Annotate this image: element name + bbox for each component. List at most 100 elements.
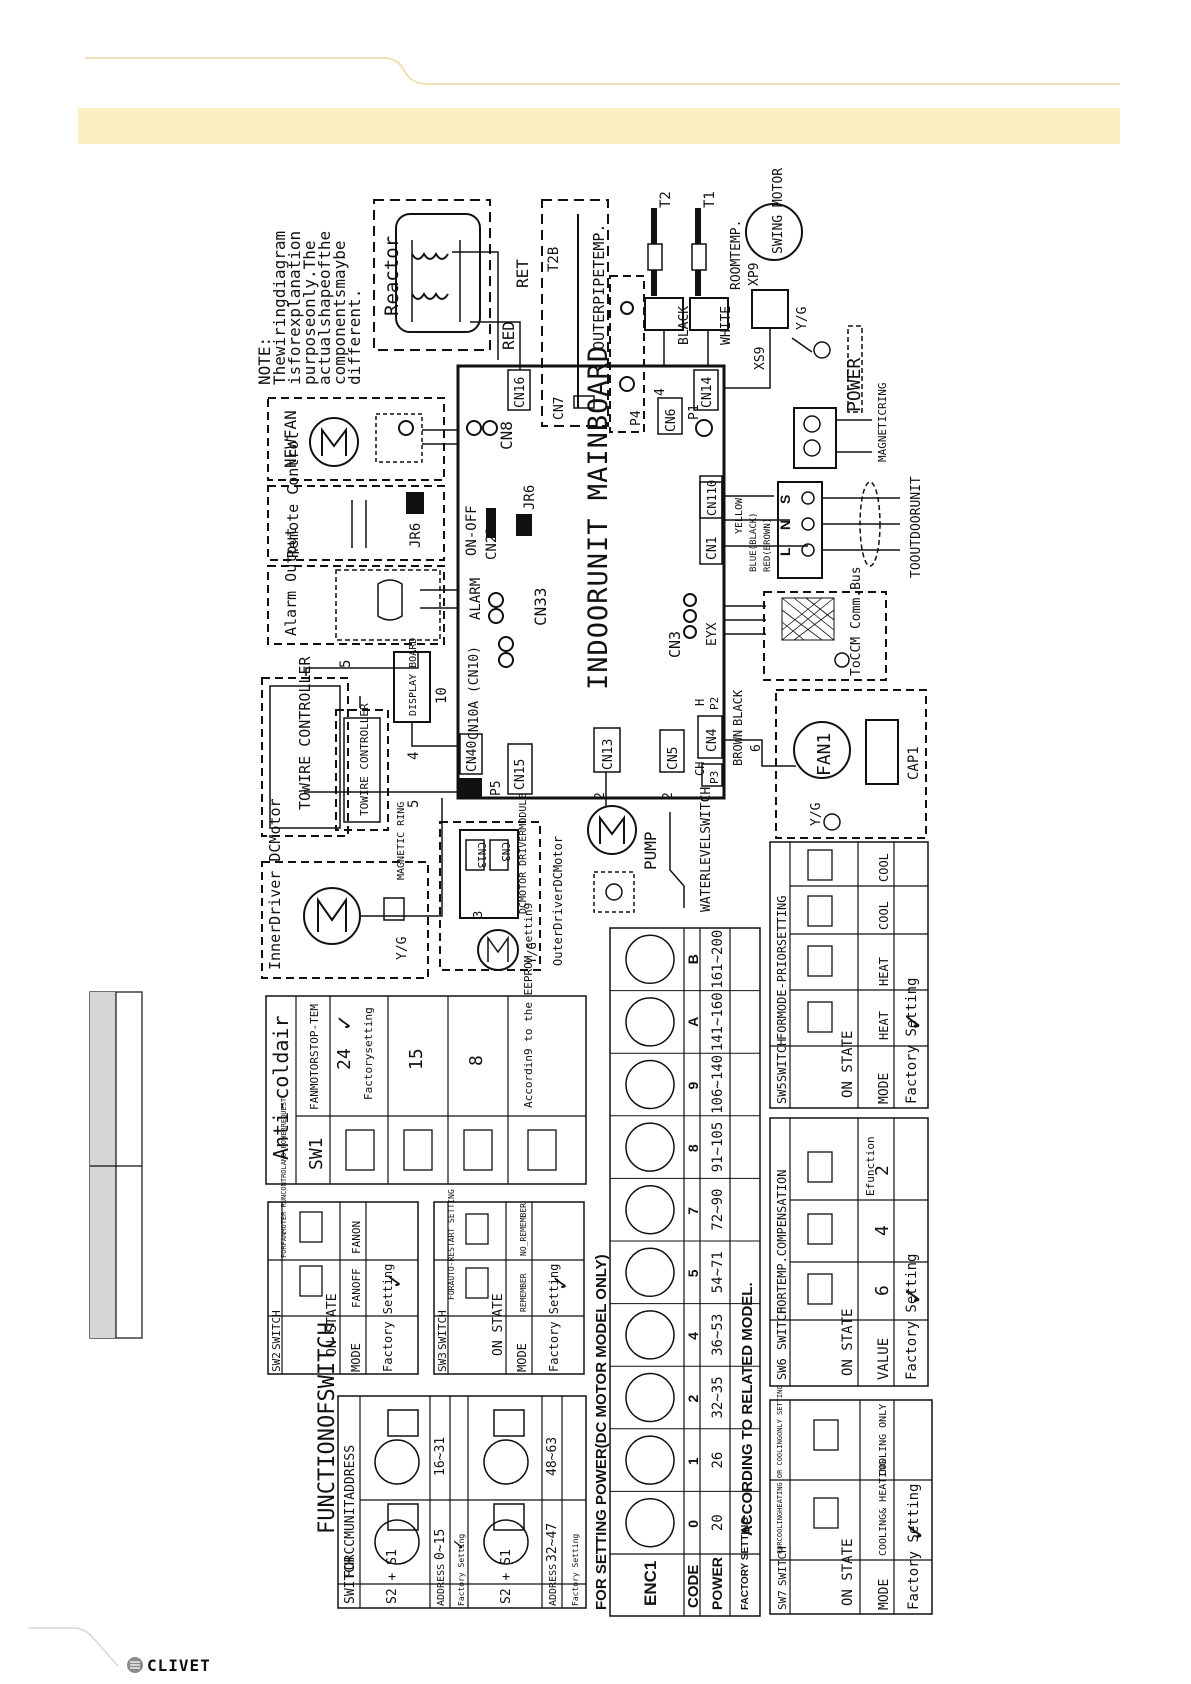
footer-line (28, 1627, 119, 1667)
wire-red: RED (499, 321, 518, 350)
svg-text:SWITCH: SWITCH (436, 1310, 449, 1350)
svg-text:ENC1: ENC1 (641, 1561, 660, 1606)
svg-text:H: H (693, 699, 707, 706)
svg-text:FORAUTO-RESTART SETTING: FORAUTO-RESTART SETTING (447, 1189, 456, 1300)
svg-text:✓: ✓ (898, 1523, 931, 1540)
svg-text:S2 + S1: S2 + S1 (499, 1549, 514, 1604)
svg-text:CN10A (CN10): CN10A (CN10) (467, 646, 482, 740)
fan1-group: CN4 P2 H BLACK BROWN 6 FAN1 CAP1 Y/G (693, 689, 927, 839)
enc-dial-icon (625, 1435, 675, 1485)
svg-text:0~15: 0~15 (433, 1529, 448, 1560)
clivet-logo-text: CLIVET (147, 1656, 211, 1675)
svg-text:BLUE(BLACK): BLUE(BLACK) (749, 512, 759, 572)
svg-text:CN8: CN8 (497, 421, 516, 450)
svg-text:OUTERPIPETEMP.: OUTERPIPETEMP. (590, 224, 608, 350)
enc-dial-icon (625, 1497, 675, 1548)
svg-text:Factory Setting: Factory Setting (547, 1264, 561, 1372)
new-fan: NEWFAN (267, 397, 458, 481)
remote-control: Remote Control JR6 ON-OFF CN23 JR6 (267, 432, 538, 561)
power-value-cell: 91~105 (710, 1122, 726, 1173)
function-of-switch-table: FUNCTIONOFSWITCH SWITCH FORCCMUNITADDRES… (315, 1322, 587, 1609)
svg-text:DCMOTOR DRIVERMODULE: DCMOTOR DRIVERMODULE (518, 794, 529, 914)
svg-text:MODE: MODE (877, 1073, 892, 1104)
svg-text:S: S (777, 495, 793, 504)
svg-text:CN40: CN40 (465, 741, 480, 772)
sw6-table: SW6 SWITCH FORTEMP.COMPENSATION ON STATE… (769, 1117, 929, 1387)
svg-text:SW5: SW5 (775, 1082, 789, 1104)
svg-text:SWITCH: SWITCH (270, 1310, 283, 1350)
svg-text:Factorysetting: Factorysetting (362, 1007, 375, 1100)
power-value-cell: 141~160 (710, 992, 726, 1051)
svg-text:P5: P5 (489, 780, 504, 796)
svg-text:SWITCH: SWITCH (775, 1307, 789, 1350)
top-connectors: CN16 CN6 CN14 P1 4 CN8 (466, 369, 719, 450)
alarm-output: Alarm Output ALARM CN33 (267, 528, 550, 668)
power-code-cell: 9 (685, 1082, 701, 1090)
svg-text:SWITCH: SWITCH (776, 1546, 789, 1586)
svg-text:8: 8 (466, 1055, 487, 1066)
power-code-cell: 4 (685, 1332, 701, 1340)
svg-text:COOLING& HEATING: COOLING& HEATING (878, 1460, 889, 1556)
svg-text:48~63: 48~63 (545, 1437, 560, 1476)
note-text: NOTE: Thewiringdiagram isforexplanation … (255, 231, 364, 385)
display-board-group: DISPLAY BOARD TOWIRE CONTROLLER TOWIRE C… (261, 638, 533, 837)
svg-text:Factory Setting: Factory Setting (906, 1484, 922, 1610)
svg-text:FORMODE-PRIORSETTING: FORMODE-PRIORSETTING (775, 896, 789, 1041)
svg-text:ADDRESS: ADDRESS (436, 1564, 447, 1606)
svg-text:Factory Setting: Factory Setting (381, 1264, 395, 1372)
svg-text:P3: P3 (708, 771, 721, 784)
power-code-cell: 2 (685, 1395, 701, 1403)
svg-text:Y/G: Y/G (809, 802, 824, 826)
svg-text:TOWIRE CONTROLLER: TOWIRE CONTROLLER (358, 703, 371, 816)
mainboard-label: INDOORUNIT MAINBOARD (583, 345, 614, 690)
svg-text:15: 15 (406, 1048, 427, 1070)
svg-text:2: 2 (872, 1165, 893, 1176)
power-value-cell: 26 (710, 1452, 726, 1469)
svg-text:POWER: POWER (709, 1557, 725, 1610)
svg-text:ALARM: ALARM (468, 578, 484, 620)
header-band (78, 108, 1120, 144)
svg-text:ON STATE: ON STATE (491, 1293, 506, 1356)
wire-ret: RET (513, 259, 532, 288)
svg-text:FORTEMP.COMPENSATION: FORTEMP.COMPENSATION (775, 1170, 789, 1315)
power-code-cell: B (685, 954, 701, 964)
svg-text:TOWIRE CONTROLLER: TOWIRE CONTROLLER (296, 656, 314, 810)
svg-text:T1: T1 (702, 191, 718, 208)
svg-text:FORCOOLINGHEATING OR COOLINGON: FORCOOLINGHEATING OR COOLINGONLY SETTING (776, 1385, 784, 1554)
power-code-cell: 1 (685, 1457, 701, 1465)
power-section: CN1 CN110 YELLOW BLUE(BLACK) RED(BROWN) … (699, 325, 924, 579)
clivet-logo: CLIVET (127, 1656, 211, 1675)
svg-text:InnerDriver DCMotor: InnerDriver DCMotor (266, 798, 284, 970)
svg-text:✓: ✓ (330, 1016, 358, 1030)
svg-text:P4: P4 (629, 410, 644, 426)
svg-text:HEAT: HEAT (877, 957, 891, 986)
svg-text:2: 2 (593, 792, 608, 800)
svg-text:FOR SETTING POWER(DC MOTOR MOD: FOR SETTING POWER(DC MOTOR MODEL ONLY) (593, 1254, 610, 1610)
power-value-cell: 36~53 (710, 1314, 726, 1356)
power-value-cell: 54~71 (710, 1251, 726, 1293)
svg-text:WATERLEVELSWITCH: WATERLEVELSWITCH (699, 787, 714, 912)
svg-text:Factory Setting: Factory Setting (571, 1534, 580, 1606)
svg-text:CN14: CN14 (700, 377, 715, 408)
svg-text:OuterDriverDCMotor: OuterDriverDCMotor (551, 836, 565, 966)
svg-text:FANMOTORSTOP-TEM: FANMOTORSTOP-TEM (308, 1004, 321, 1110)
svg-text:✓: ✓ (896, 1287, 929, 1304)
svg-text:ON STATE: ON STATE (840, 1539, 856, 1606)
svg-text:Anti-coldair: Anti-coldair (269, 1016, 293, 1161)
enc-dial-icon (625, 1247, 675, 1298)
svg-text:24: 24 (334, 1048, 355, 1070)
svg-text:CN13: CN13 (475, 842, 488, 869)
svg-text:BLACK: BLACK (677, 306, 692, 345)
mainboard (456, 364, 726, 800)
svg-text:P1: P1 (687, 404, 702, 420)
svg-text:T2: T2 (658, 191, 674, 208)
enc-dial-icon (625, 1310, 675, 1360)
svg-text:CN15: CN15 (513, 759, 528, 790)
svg-text:COOL: COOL (877, 853, 891, 882)
power-value-cell: 20 (710, 1514, 726, 1531)
power-table: FOR SETTING POWER(DC MOTOR MODEL ONLY) E… (593, 927, 761, 1617)
sw1-table: Anti-coldair SW1 FANMOTORSTOP-TEM 24 Fac… (265, 903, 587, 1185)
svg-text:XS9: XS9 (753, 347, 768, 370)
inner-driver-motor: InnerDriver DCMotor Y/G MAGNETIC RING (261, 798, 443, 979)
